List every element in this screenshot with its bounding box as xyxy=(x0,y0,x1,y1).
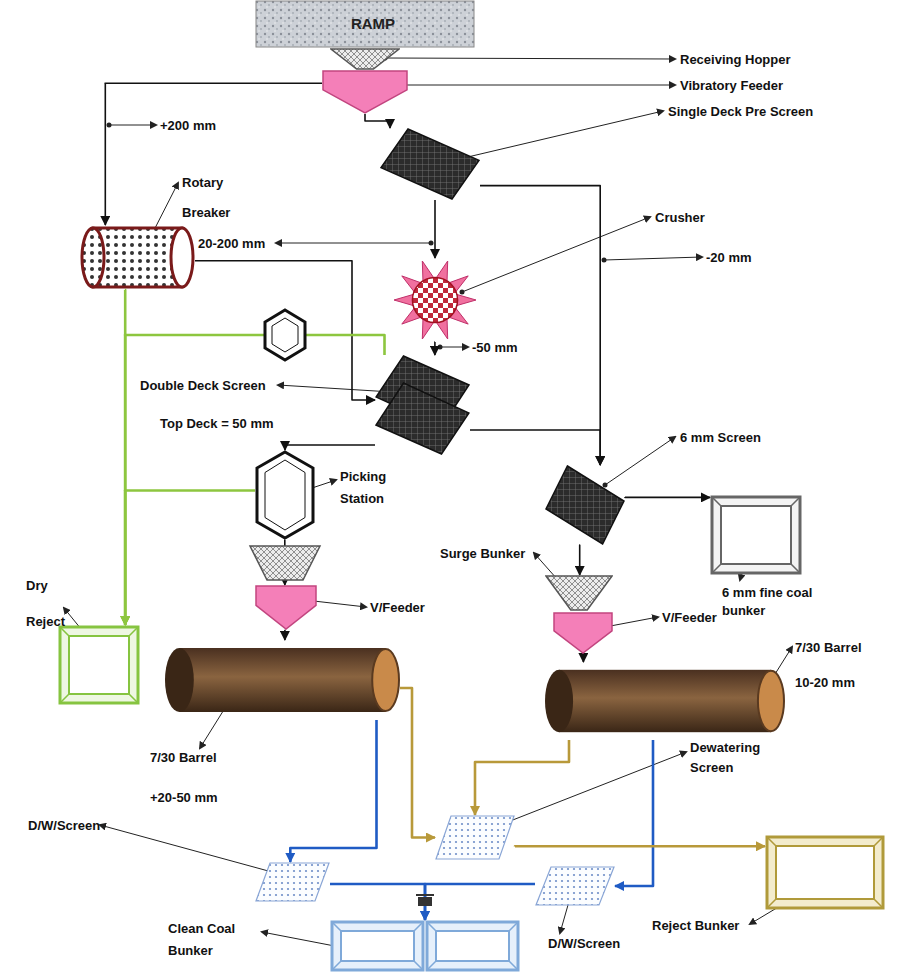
bunker-outline xyxy=(710,495,802,575)
flow-line xyxy=(284,630,286,640)
vibratory-feeder-outline xyxy=(553,612,613,654)
rotary-breaker: Rotary Breaker xyxy=(80,225,195,290)
flow-line xyxy=(582,654,584,662)
hexagon-chute xyxy=(265,310,305,360)
double-deck-screen: Double Deck ScreenTop Deck = 50 mm xyxy=(375,355,470,455)
vibratory-feeder-outline xyxy=(322,70,408,114)
screen-deck: Single Deck Pre Screen xyxy=(380,128,480,200)
equipment-label: Single Deck Pre Screen xyxy=(668,104,813,120)
bunker-outline xyxy=(58,625,140,705)
equipment-label: D/W/Screen xyxy=(548,936,620,952)
rotary-breaker-outline xyxy=(80,225,195,290)
equipment-label: Crusher xyxy=(655,210,705,226)
flow-line xyxy=(434,342,436,355)
equipment-label: Dry Reject xyxy=(26,568,78,640)
flow-line xyxy=(615,740,653,886)
flow-line xyxy=(625,496,710,498)
flow-line xyxy=(470,430,600,465)
screen-deck: 6 mm Screen xyxy=(545,465,625,545)
bunker-outline xyxy=(765,835,885,910)
picking-station: Picking Station xyxy=(255,450,315,540)
equipment-label: Clean Coal Bunker xyxy=(168,918,260,962)
vibratory-feeder: V/Feeder xyxy=(553,612,613,654)
picking-station-outline xyxy=(255,450,315,540)
equipment-label: Rotary Breaker xyxy=(182,168,244,228)
equipment-label: Double Deck Screen xyxy=(140,378,266,394)
barrel-washer: 7/30 Barrel+20-50 mm xyxy=(165,640,400,720)
flow-line xyxy=(365,114,390,128)
hopper-outline xyxy=(330,48,400,70)
flow-line xyxy=(285,445,375,450)
barrel-washer-outline xyxy=(165,640,400,720)
barrel-washer-outline xyxy=(545,662,785,740)
bunker: Reject Bunker xyxy=(765,835,885,910)
flow-line xyxy=(425,884,535,920)
crusher: Crusher xyxy=(393,258,477,342)
valve-symbol xyxy=(416,895,434,906)
flow-line xyxy=(480,186,600,465)
equipment-label: Vibratory Feeder xyxy=(680,78,783,94)
equipment-label: Surge Bunker xyxy=(440,546,525,562)
screen-deck-outline xyxy=(380,128,480,200)
flow-line xyxy=(434,200,436,258)
dewatering-screen-outline xyxy=(535,866,615,906)
bunker: 6 mm fine coal bunker xyxy=(710,495,802,575)
vibratory-feeder: V/Feeder xyxy=(255,585,317,630)
vibratory-feeder: Vibratory Feeder xyxy=(322,70,408,114)
equipment-label: Receiving Hopper xyxy=(680,52,791,68)
equipment-label: Reject Bunker xyxy=(652,918,739,934)
vibratory-feeder-outline xyxy=(255,585,317,630)
equipment-label: 7/30 Barrel xyxy=(150,750,217,766)
hopper: Receiving Hopper xyxy=(330,48,400,70)
bunker-outline xyxy=(330,920,520,972)
equipment-label: 7/30 Barrel xyxy=(795,640,862,656)
hopper-outline xyxy=(545,575,613,611)
flow-line xyxy=(125,491,255,626)
dewatering-screen: Dewatering Screen xyxy=(435,815,515,860)
flow-line xyxy=(475,740,569,815)
flow-line xyxy=(515,845,765,848)
dewatering-screen-outline xyxy=(435,815,515,860)
double-deck-screen-outline xyxy=(375,355,470,455)
dewatering-screen: D/W/Screen xyxy=(255,862,330,902)
equipment-label: Top Deck = 50 mm xyxy=(160,416,274,432)
crusher-outline xyxy=(393,258,477,342)
screen-deck-outline xyxy=(545,465,625,545)
bunker: Dry Reject xyxy=(58,625,140,705)
equipment-label: V/Feeder xyxy=(662,610,717,626)
size-label: +200 mm xyxy=(160,118,216,134)
leader-dot xyxy=(88,56,793,951)
hopper: Surge Bunker xyxy=(545,575,613,611)
equipment-label: RAMP xyxy=(255,16,491,32)
barrel-washer: 7/30 Barrel10-20 mm xyxy=(545,662,785,740)
flow-line xyxy=(330,884,425,920)
equipment-label: 10-20 mm xyxy=(795,675,855,691)
flow-line xyxy=(400,688,435,838)
equipment-label: 6 mm fine coal bunker xyxy=(722,584,822,620)
equipment-label: Picking Station xyxy=(340,466,402,510)
equipment-label: D/W/Screen xyxy=(28,818,100,834)
size-label: -20 mm xyxy=(706,250,752,266)
bunker: Clean Coal Bunker xyxy=(330,920,520,972)
surge-hopper xyxy=(250,546,320,580)
equipment-label: V/Feeder xyxy=(370,600,425,616)
ramp-platform: RAMP xyxy=(255,0,491,48)
size-label: 20-200 mm xyxy=(198,236,265,252)
flow-line xyxy=(579,545,581,575)
dewatering-screen-outline xyxy=(255,862,330,902)
flow-line xyxy=(105,83,322,225)
leader-line xyxy=(64,58,792,948)
dewatering-screen: D/W/Screen xyxy=(535,866,615,906)
equipment-label: 6 mm Screen xyxy=(680,430,761,446)
equipment-label: +20-50 mm xyxy=(150,790,218,806)
equipment-label: Dewatering Screen xyxy=(690,738,780,778)
flow-line xyxy=(290,720,376,862)
size-label: -50 mm xyxy=(472,340,518,356)
